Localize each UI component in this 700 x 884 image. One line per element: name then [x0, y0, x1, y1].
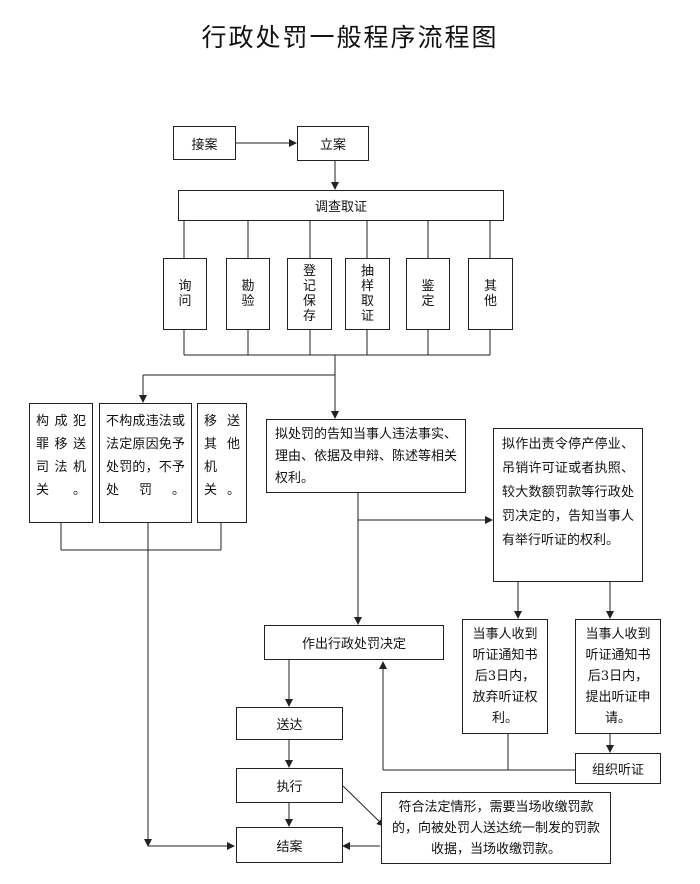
- node-yisong-sifa: 构成犯罪移送司法机关。: [29, 403, 93, 523]
- node-kanyan: 勘验: [226, 258, 270, 330]
- node-chouyang-label: 抽样取证: [360, 264, 374, 324]
- node-dengji-label: 登记保存: [302, 264, 316, 324]
- node-bugoucheng: 不构成违法或法定原因免予处罚的，不予处罚。: [99, 403, 192, 523]
- node-songda: 送达: [236, 707, 343, 740]
- node-jiean: 接案: [173, 126, 236, 160]
- node-chouyang: 抽样取证: [345, 258, 390, 330]
- node-jianding: 鉴定: [406, 258, 450, 330]
- node-dengji: 登记保存: [287, 258, 332, 330]
- node-qita-label: 其他: [483, 279, 497, 309]
- node-fangqi: 当事人收到听证通知书后3日内，放弃听证权利。: [462, 619, 548, 734]
- page-title: 行政处罚一般程序流程图: [201, 23, 499, 52]
- node-dangchang: 符合法定情形，需要当场收缴罚款的，向被处罚人送达统一制发的罚款收据，当场收缴罚款…: [381, 792, 611, 864]
- node-zuzhi: 组织听证: [575, 753, 661, 784]
- arrow-zhixing-dangchang: [342, 785, 385, 827]
- node-xunwen: 询问: [163, 258, 207, 330]
- node-qita: 其他: [468, 258, 513, 330]
- node-yisong-qita: 移送其他机关。: [197, 403, 247, 523]
- node-jianding-label: 鉴定: [421, 279, 435, 309]
- node-diaocha: 调查取证: [178, 190, 504, 221]
- node-zhixing: 执行: [236, 768, 343, 803]
- node-jiean-end: 结案: [236, 827, 343, 863]
- node-jueding: 作出行政处罚决定: [264, 625, 444, 660]
- node-kanyan-label: 勘验: [241, 279, 255, 309]
- node-xunwen-label: 询问: [178, 279, 192, 309]
- node-lian: 立案: [297, 126, 369, 161]
- node-tingzheng-gaozhi: 拟作出责令停产停业、吊销许可证或者执照、较大数额罚款等行政处罚决定的，告知当事人…: [493, 428, 643, 582]
- node-tichu: 当事人收到听证通知书后3日内，提出听证申请。: [575, 619, 661, 734]
- node-gaozhi: 拟处罚的告知当事人违法事实、理由、依据及申辩、陈述等相关权利。: [266, 419, 466, 493]
